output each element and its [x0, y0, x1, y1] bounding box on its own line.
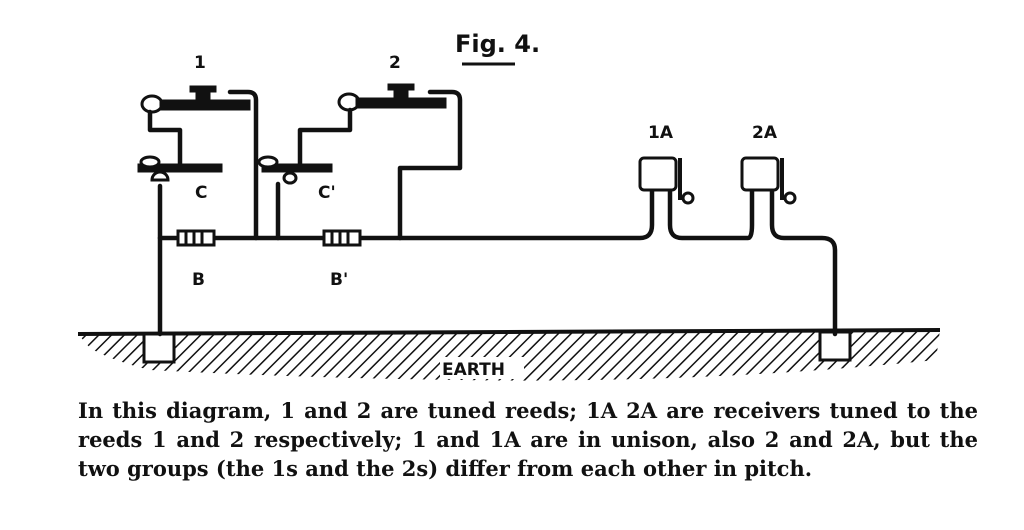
earth-ground: EARTH — [77, 328, 941, 381]
earth-label: EARTH — [442, 360, 505, 380]
contact-c-label: C — [195, 183, 207, 203]
figure-title: Fig. 4. — [455, 30, 540, 58]
main-line-wire — [157, 187, 838, 337]
contact-c-prime-label: C' — [318, 183, 336, 203]
contact-c — [137, 155, 223, 182]
circuit-diagram: Fig. 4. EARTH B B' 1 C — [77, 30, 941, 381]
ground-plate-right — [818, 330, 852, 362]
reed-2 — [337, 83, 447, 112]
reed-1-wire — [147, 89, 259, 241]
reed-1-label: 1 — [194, 53, 206, 73]
figure-caption: In this diagram, 1 and 2 are tuned reeds… — [78, 398, 978, 481]
reed-2-wire — [297, 89, 463, 241]
battery-b-label: B — [192, 270, 205, 290]
contact-c-prime — [257, 155, 333, 185]
receiver-1a-label: 1A — [648, 123, 674, 143]
reed-1 — [140, 85, 251, 114]
battery-b — [176, 229, 216, 247]
receiver-2a — [740, 156, 797, 205]
receiver-1a — [638, 156, 695, 205]
battery-b-prime-label: B' — [330, 270, 348, 290]
receiver-2a-label: 2A — [752, 123, 778, 143]
battery-b-prime — [322, 229, 362, 247]
reed-2-label: 2 — [389, 53, 401, 73]
ground-plate-left — [142, 332, 176, 364]
